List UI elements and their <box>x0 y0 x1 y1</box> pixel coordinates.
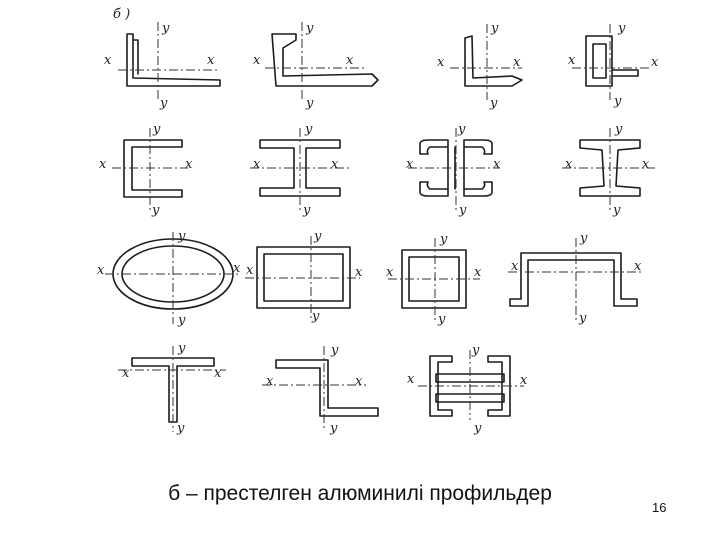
axis-label-x-left: x <box>246 263 254 278</box>
axis-label-y-bottom: y <box>176 421 185 436</box>
axis-label-y-top: y <box>439 232 448 247</box>
axis-label-x-left: x <box>266 374 274 389</box>
profile-i-beam: x x y y <box>250 122 350 218</box>
axis-label-x-right: x <box>346 53 354 68</box>
axis-label-y-top: y <box>177 341 186 356</box>
axis-label-x-left: x <box>97 263 105 278</box>
profile-elliptical-tube: x x y y <box>97 229 241 328</box>
profile-tee: x x y y <box>118 341 226 436</box>
axis-label-x-right: x <box>233 261 241 276</box>
axis-label-x-right: x <box>642 157 650 172</box>
axis-label-y-bottom: y <box>612 203 621 218</box>
axis-label-x-left: x <box>386 265 394 280</box>
axis-label-x-right: x <box>185 157 193 172</box>
profile-i-beam-curled: x x y y <box>406 122 501 218</box>
axis-label-x-left: x <box>565 157 573 172</box>
profile-channel: x x y y <box>99 122 193 218</box>
axis-label-y-top: y <box>161 21 170 36</box>
axis-label-x-right: x <box>651 55 659 70</box>
profile-angle-thin: x x y y <box>104 21 221 111</box>
axis-label-x-left: x <box>104 53 112 68</box>
axis-label-x-left: x <box>511 259 519 274</box>
slide-number: 16 <box>652 500 667 515</box>
axis-label-x-left: x <box>122 366 130 381</box>
axis-label-x-right: x <box>474 265 482 280</box>
profile-rectangular-tube: x x y y <box>245 229 363 324</box>
axis-label-x-left: x <box>568 53 576 68</box>
axis-label-y-bottom: y <box>473 421 482 436</box>
profile-i-beam-tapered: x x y y <box>562 122 655 218</box>
axis-label-x-right: x <box>634 259 642 274</box>
axis-label-y-top: y <box>614 122 623 137</box>
axis-label-x-right: x <box>207 53 215 68</box>
profile-z-section: x x y y <box>262 343 379 436</box>
axis-label-y-bottom: y <box>437 312 446 327</box>
axis-label-y-bottom: y <box>302 203 311 218</box>
axis-label-y-top: y <box>457 122 466 137</box>
axis-label-x-right: x <box>214 366 222 381</box>
axis-label-y-bottom: y <box>458 203 467 218</box>
axis-label-y-top: y <box>471 343 480 358</box>
profile-angle-double-lip: x x y y <box>568 21 659 109</box>
profile-composite-double-channel: x x y y <box>407 343 528 436</box>
axis-label-x-left: x <box>99 157 107 172</box>
axis-label-y-top: y <box>579 231 588 246</box>
axis-label-y-bottom: y <box>159 96 168 111</box>
axis-label-y-bottom: y <box>151 203 160 218</box>
panel-label: б ) <box>113 7 130 22</box>
profiles-figure: б ) x x y y x x y y x x y y x x y y <box>97 7 659 436</box>
axis-label-x-right: x <box>513 55 521 70</box>
axis-label-y-bottom: y <box>489 96 498 111</box>
axis-label-y-bottom: y <box>305 96 314 111</box>
axis-label-x-right: x <box>520 373 528 388</box>
axis-label-y-top: y <box>177 229 186 244</box>
profile-angle-bulb: x x y y <box>437 21 523 111</box>
axis-label-y-bottom: y <box>329 421 338 436</box>
axis-label-x-right: x <box>355 265 363 280</box>
profile-square-tube: x x y y <box>386 232 482 327</box>
profile-angle-lipped: x x y y <box>253 21 379 111</box>
axis-label-y-top: y <box>490 21 499 36</box>
axis-label-x-left: x <box>407 372 415 387</box>
axis-label-x-left: x <box>253 53 261 68</box>
axis-label-y-top: y <box>313 229 322 244</box>
axis-label-x-left: x <box>437 55 445 70</box>
axis-label-y-bottom: y <box>613 94 622 109</box>
profile-hat-channel: x x y y <box>508 231 642 326</box>
axis-label-x-left: x <box>406 157 414 172</box>
axis-label-x-right: x <box>493 157 501 172</box>
axis-label-x-right: x <box>355 374 363 389</box>
axis-label-y-top: y <box>305 21 314 36</box>
axis-label-x-right: x <box>331 157 339 172</box>
axis-label-y-top: y <box>617 21 626 36</box>
axis-label-y-bottom: y <box>578 311 587 326</box>
axis-label-y-top: y <box>152 122 161 137</box>
figure-caption: б – престелген алюминилі профильдер <box>168 482 552 505</box>
axis-label-y-top: y <box>330 343 339 358</box>
axis-label-y-bottom: y <box>311 309 320 324</box>
axis-label-y-bottom: y <box>177 313 186 328</box>
axis-label-y-top: y <box>304 122 313 137</box>
axis-label-x-left: x <box>253 157 261 172</box>
